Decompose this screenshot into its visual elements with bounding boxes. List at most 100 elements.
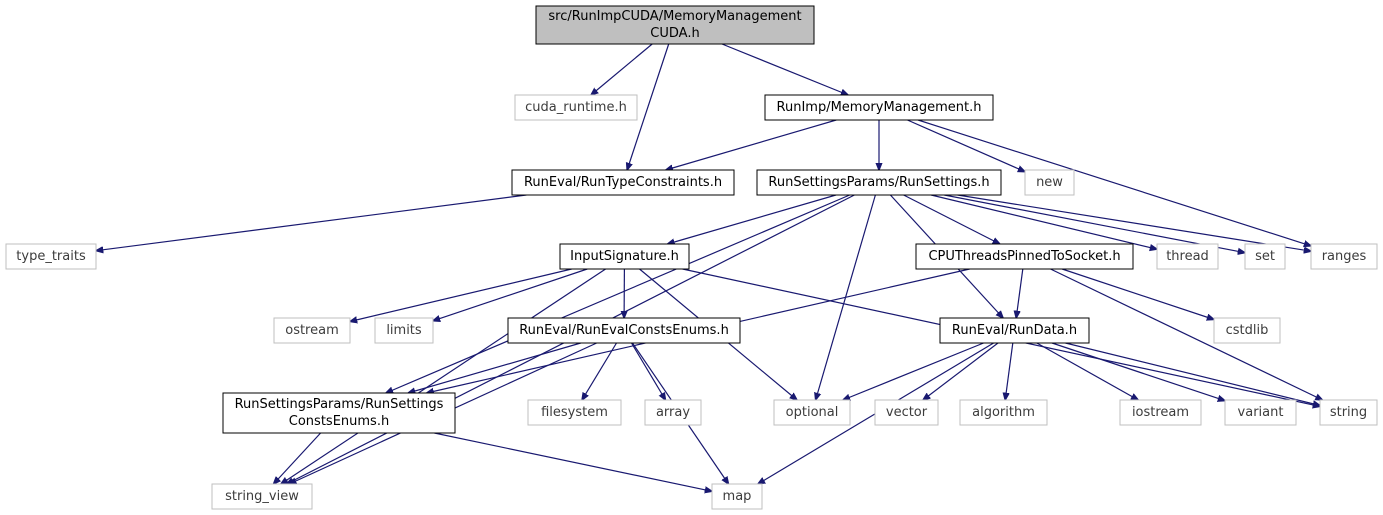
node-label: src/RunImpCUDA/MemoryManagement (548, 9, 801, 24)
node-type_traits: type_traits (5, 243, 97, 270)
node-box (959, 399, 1048, 426)
node-label: array (656, 405, 690, 420)
node-box (1024, 169, 1075, 196)
node-box (1310, 243, 1378, 270)
node-string: string (1319, 399, 1378, 426)
node-runsettings[interactable]: RunSettingsParams/RunSettings.h (756, 169, 1002, 196)
node-label: map (723, 489, 752, 504)
node-box (764, 94, 994, 121)
node-label: filesystem (541, 405, 608, 420)
node-box (874, 399, 939, 426)
edge-root-to-runtypeconstraints (627, 43, 670, 170)
node-thread: thread (1156, 243, 1219, 270)
edge-root-to-memmgmt (721, 43, 848, 95)
node-box (773, 399, 851, 426)
node-label: iostream (1132, 405, 1189, 420)
edge-runsettings-to-set (944, 194, 1245, 253)
node-variant: variant (1224, 399, 1297, 426)
node-label: limits (386, 323, 422, 338)
node-label: string_view (225, 489, 299, 504)
node-box (273, 317, 351, 344)
edge-inputsignature-to-ostream (350, 268, 572, 322)
node-box (374, 317, 434, 344)
node-label: ranges (1322, 249, 1367, 264)
node-box (711, 483, 763, 510)
edge-rundata-to-string (1065, 342, 1320, 406)
node-ostream: ostream (273, 317, 351, 344)
node-box (1224, 399, 1297, 426)
node-box (5, 243, 97, 270)
node-label: RunSettingsParams/RunSettings.h (768, 175, 989, 190)
edge-rundata-to-variant (1051, 342, 1225, 401)
node-map: map (711, 483, 763, 510)
node-label: RunEval/RunTypeConstraints.h (524, 175, 722, 190)
node-box (535, 5, 815, 45)
edge-cputhreads-to-rundata (1016, 268, 1024, 318)
node-box (514, 94, 638, 121)
node-box (222, 392, 456, 434)
edge-cputhreads-to-cstdlib (1061, 268, 1214, 320)
node-label: algorithm (972, 405, 1035, 420)
edge-inputsignature-to-limits (433, 268, 588, 321)
node-box (1319, 399, 1378, 426)
edge-memmgmt-to-new (907, 119, 1025, 172)
node-box (211, 483, 313, 510)
edge-runsettings-to-ranges (957, 194, 1312, 251)
edge-runevalconsts-to-array (630, 342, 666, 400)
node-label: ostream (285, 323, 339, 338)
node-runtypeconstraints[interactable]: RunEval/RunTypeConstraints.h (511, 169, 735, 196)
node-ranges: ranges (1310, 243, 1378, 270)
node-box (507, 317, 741, 344)
node-box (511, 169, 735, 196)
node-label: variant (1238, 405, 1284, 420)
node-filesystem: filesystem (527, 399, 622, 426)
node-memmgmt[interactable]: RunImp/MemoryManagement.h (764, 94, 994, 121)
edge-runsettings-to-inputsignature (668, 194, 837, 244)
node-optional: optional (773, 399, 851, 426)
node-label: RunEval/RunEvalConstsEnums.h (519, 323, 729, 338)
node-string_view: string_view (211, 483, 313, 510)
node-box (1156, 243, 1219, 270)
edge-rssconsts-to-map (434, 432, 712, 491)
node-box (939, 317, 1090, 344)
node-box (1244, 243, 1286, 270)
node-cstdlib: cstdlib (1213, 317, 1281, 344)
node-label: cuda_runtime.h (525, 100, 627, 115)
edge-memmgmt-to-ranges (917, 119, 1311, 246)
node-label: cstdlib (1226, 323, 1269, 338)
edge-rundata-to-algorithm (1005, 342, 1014, 400)
edge-rssconsts-to-string_view (274, 432, 322, 484)
node-rundata[interactable]: RunEval/RunData.h (939, 317, 1090, 344)
edge-runsettings-to-rssconsts (386, 194, 850, 393)
node-label: RunEval/RunData.h (952, 323, 1077, 338)
node-limits: limits (374, 317, 434, 344)
node-label: set (1255, 249, 1275, 264)
node-box (756, 169, 1002, 196)
edge-runtypeconstraints-to-type_traits (96, 194, 527, 251)
node-algorithm: algorithm (959, 399, 1048, 426)
edge-inputsignature-to-string_view (281, 268, 606, 484)
edge-rundata-to-vector (923, 342, 999, 400)
node-label: InputSignature.h (570, 249, 679, 264)
node-vector: vector (874, 399, 939, 426)
node-cuda_runtime: cuda_runtime.h (514, 94, 638, 121)
node-inputsignature[interactable]: InputSignature.h (559, 243, 690, 270)
node-label: type_traits (16, 249, 86, 264)
node-box (559, 243, 690, 270)
node-box (915, 243, 1134, 270)
node-set: set (1244, 243, 1286, 270)
node-label: CUDA.h (650, 26, 699, 41)
node-rssconsts[interactable]: RunSettingsParams/RunSettingsConstsEnums… (222, 392, 456, 434)
node-cputhreads[interactable]: CPUThreadsPinnedToSocket.h (915, 243, 1134, 270)
node-box (644, 399, 702, 426)
node-label: thread (1166, 249, 1209, 264)
node-runevalconsts[interactable]: RunEval/RunEvalConstsEnums.h (507, 317, 741, 344)
edges-layer (96, 43, 1323, 491)
node-label: optional (786, 405, 839, 420)
edge-runsettings-to-cputhreads (903, 194, 1000, 244)
node-box (1119, 399, 1202, 426)
edge-runevalconsts-to-rssconsts (408, 342, 581, 393)
node-label: RunImp/MemoryManagement.h (777, 100, 982, 115)
